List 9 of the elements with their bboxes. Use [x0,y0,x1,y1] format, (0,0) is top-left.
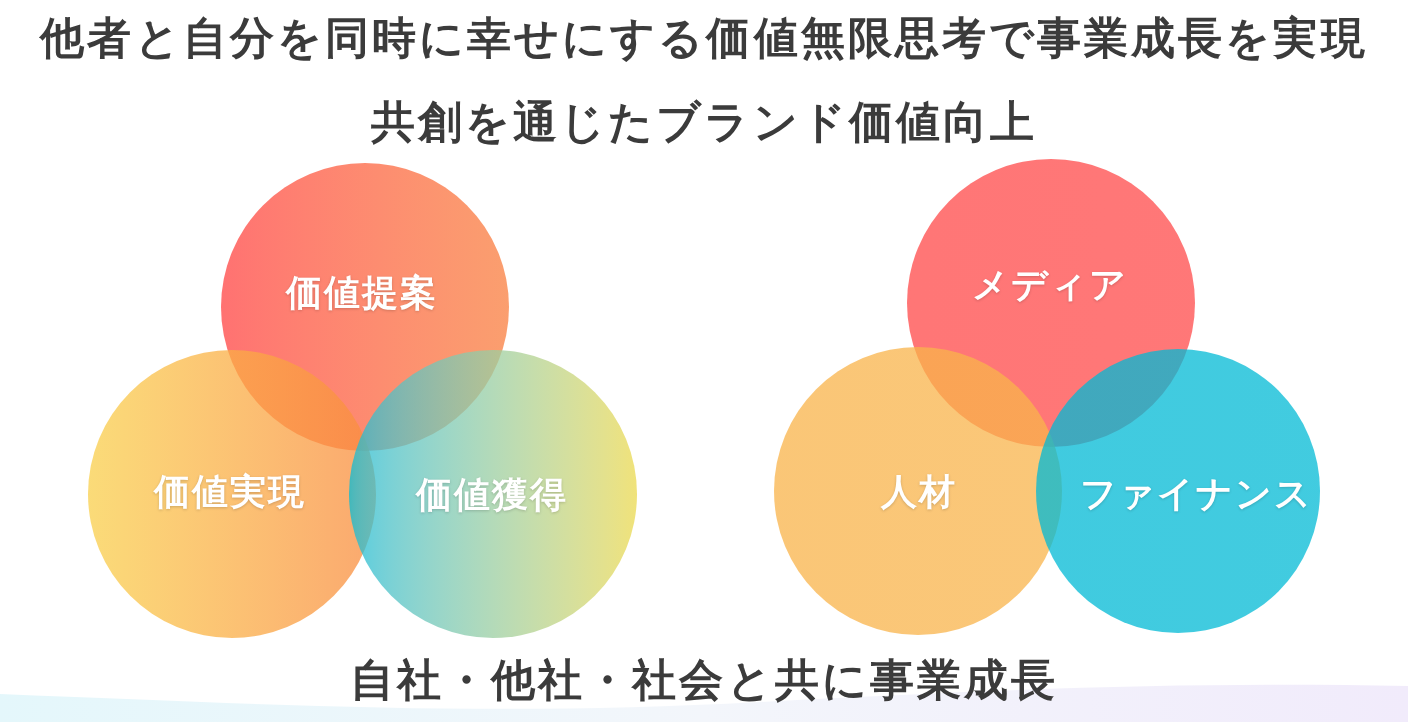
footer-caption: 自社・他社・社会と共に事業成長 [349,654,1059,707]
circle-label: メディア [972,263,1128,307]
circle-label: ファイナンス [1079,472,1313,516]
circle-label: 価値実現 [154,470,306,514]
circle-label: 価値提案 [286,271,438,315]
circle-label: 価値獲得 [416,473,568,517]
subtitle: 共創を通じたブランド価値向上 [370,96,1038,149]
page-title: 他者と自分を同時に幸せにする価値無限思考で事業成長を実現 [40,12,1368,65]
circle-label: 人材 [881,470,957,514]
